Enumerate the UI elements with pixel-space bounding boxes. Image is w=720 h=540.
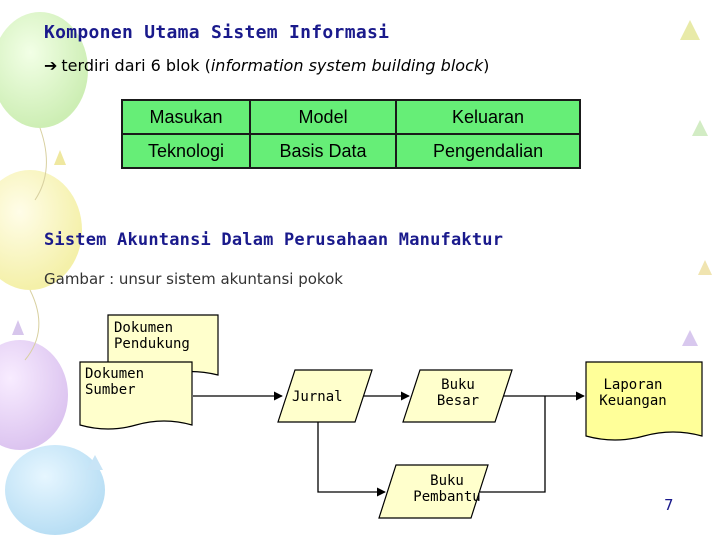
laporan-keuangan-shape [585,361,703,441]
balloon-yellow [0,170,82,290]
balloon-purple [0,340,68,450]
arrow-jurnal-pembantu [317,422,386,497]
section-title: Sistem Akuntansi Dalam Perusahaan Manufa… [44,230,504,250]
slide-subtitle: ➔terdiri dari 6 blok (information system… [44,56,489,75]
subtitle-prefix: terdiri dari 6 blok ( [61,56,211,75]
table-cell: Model [249,99,398,135]
slide-title: Komponen Utama Sistem Informasi [44,22,390,43]
table-cell: Masukan [120,99,252,135]
table-cell: Keluaran [395,99,581,135]
table-row: Teknologi Basis Data Pengendalian [120,133,581,169]
table-row: Masukan Model Keluaran [120,99,581,135]
right-arrow-icon: ➔ [44,56,58,75]
balloon-green [0,12,88,128]
jurnal-label: Jurnal [292,389,343,405]
buku-besar-shape [402,369,513,423]
dokumen-sumber-shape [79,361,193,430]
arrow-pembantu-besar [480,396,546,493]
building-blocks-table: Masukan Model Keluaran Teknologi Basis D… [120,99,581,169]
buku-pembantu-shape [378,464,489,519]
balloon-blue [5,445,105,535]
table-cell: Basis Data [249,133,398,169]
page-number: 7 [664,496,674,514]
subtitle-italic: information system building block [210,56,484,75]
subtitle-suffix: ) [483,56,490,75]
jurnal-shape [277,369,373,423]
figure-caption: Gambar : unsur sistem akuntansi pokok [44,270,343,288]
table-cell: Teknologi [120,133,252,169]
table-cell: Pengendalian [395,133,581,169]
